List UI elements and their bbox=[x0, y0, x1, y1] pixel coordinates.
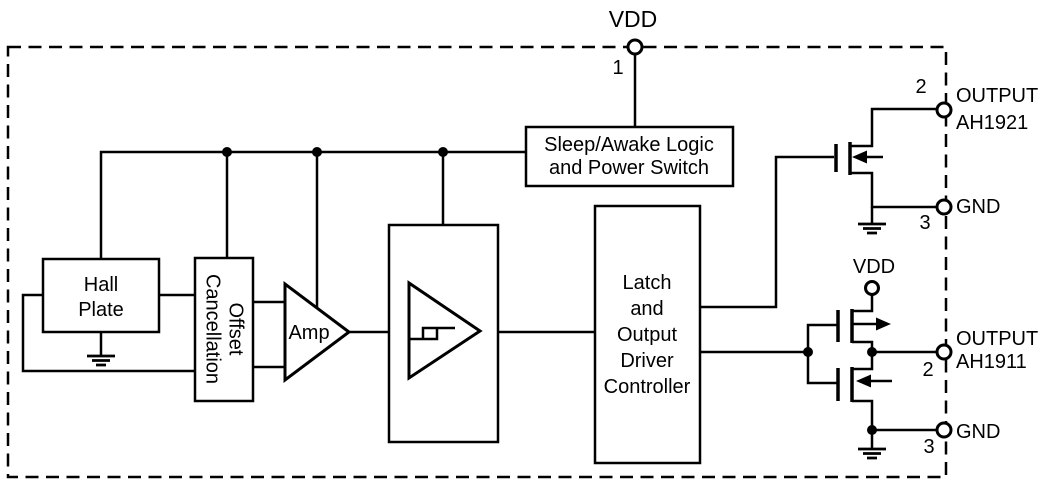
pin-vdd-internal bbox=[864, 280, 880, 296]
latch-label-line3: Output bbox=[617, 324, 677, 346]
nmos-source-wire bbox=[852, 399, 874, 430]
junction-dot bbox=[222, 147, 232, 157]
vdd-pin-number: 1 bbox=[612, 57, 623, 79]
output-ah1911-pin-number: 2 bbox=[922, 359, 933, 381]
ground-symbol-ah1911 bbox=[858, 447, 886, 460]
amplifier-label: Amp bbox=[288, 322, 329, 344]
block-latch-output-driver bbox=[593, 204, 702, 465]
block-sleep-awake-power bbox=[524, 125, 735, 188]
pmos-source-wire bbox=[852, 295, 874, 313]
mosfet1-source-wire bbox=[850, 171, 937, 209]
schmitt-triangle bbox=[407, 280, 483, 381]
output-ah1921-label-line2: AH1921 bbox=[956, 112, 1028, 134]
vdd-internal-label: VDD bbox=[853, 256, 895, 278]
junction-dot bbox=[803, 347, 813, 357]
latch-label-line1: Latch bbox=[623, 272, 672, 294]
hall-plate-label-line1: Hall bbox=[84, 274, 118, 296]
junction-dot bbox=[867, 347, 877, 357]
wire-hall-feedback bbox=[21, 293, 195, 373]
block-offset-cancellation bbox=[193, 256, 255, 403]
ic-boundary bbox=[6, 45, 948, 479]
gnd-ah1921-pin-number: 3 bbox=[919, 212, 930, 234]
wire-latch-to-mosfet1-gate bbox=[700, 155, 834, 309]
latch-label-line4: Driver bbox=[620, 350, 674, 372]
hysteresis-icon bbox=[410, 326, 455, 341]
output-ah1911-label-line1: OUTPUT bbox=[956, 328, 1038, 350]
gnd-ah1921-label: GND bbox=[956, 196, 1000, 218]
latch-label-line2: and bbox=[630, 298, 663, 320]
gnd-ah1911-pin-number: 3 bbox=[923, 436, 934, 458]
sleep-awake-label-line1: Sleep/Awake Logic bbox=[544, 134, 714, 156]
gnd-ah1911-label: GND bbox=[956, 421, 1000, 443]
mosfet-ah1921 bbox=[834, 107, 937, 235]
junction-dot bbox=[867, 425, 877, 435]
nmos-drain-wire bbox=[852, 352, 874, 371]
junction-dot bbox=[312, 147, 322, 157]
block-hall-plate bbox=[41, 257, 161, 334]
pin-3-gnd-ah1911 bbox=[935, 421, 953, 439]
pin-2-output-ah1911 bbox=[935, 343, 953, 361]
wire-power-bus bbox=[99, 150, 526, 259]
junction-dot bbox=[438, 147, 448, 157]
amplifier-triangle bbox=[283, 281, 352, 383]
output-ah1911-label-line2: AH1911 bbox=[956, 351, 1027, 373]
pmos-arrow-icon bbox=[876, 317, 891, 331]
hall-plate-label-line2: Plate bbox=[78, 299, 124, 321]
nmos-arrow-icon bbox=[856, 374, 871, 388]
sleep-awake-label-line2: and Power Switch bbox=[549, 157, 709, 179]
offset-cancellation-label-line1: Offset bbox=[225, 303, 247, 356]
pin-1-vdd bbox=[626, 38, 644, 56]
offset-cancellation-label-line2: Cancellation bbox=[202, 274, 224, 384]
output-ah1921-label-line1: OUTPUT bbox=[956, 85, 1038, 107]
pin-2-output-ah1921 bbox=[935, 101, 953, 119]
ground-symbol-hall bbox=[87, 354, 115, 367]
ground-symbol-ah1921 bbox=[858, 222, 886, 235]
mosfet1-arrow-icon bbox=[852, 150, 867, 164]
output-ah1921-pin-number: 2 bbox=[915, 76, 926, 98]
vdd-pin-label: VDD bbox=[609, 6, 658, 32]
pin-3-gnd-ah1921 bbox=[935, 198, 953, 216]
mosfet1-drain-wire bbox=[850, 107, 937, 148]
latch-label-line5: Controller bbox=[604, 376, 691, 398]
